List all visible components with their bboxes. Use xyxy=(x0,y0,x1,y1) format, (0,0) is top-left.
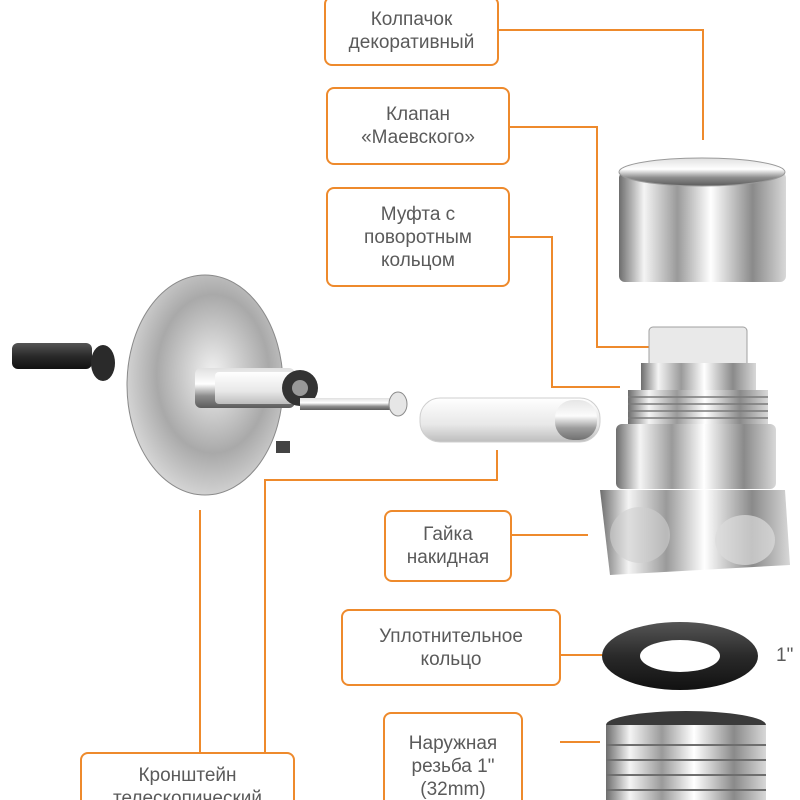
valve-assembly xyxy=(600,326,790,575)
seal-size-label: 1" xyxy=(776,645,794,666)
label-thread-line-2: резьба 1" xyxy=(411,756,495,777)
label-cap-line-2: декоративный xyxy=(348,32,475,53)
label-coupling: Муфта с поворотным кольцом xyxy=(326,187,510,287)
label-bracket-line-2: телескопический xyxy=(112,788,263,800)
label-seal: Уплотнительное кольцо xyxy=(341,609,561,686)
label-nut-line-2: накидная xyxy=(406,547,490,568)
label-cap: Колпачок декоративный xyxy=(324,0,499,66)
label-nut-line-1: Гайка xyxy=(423,524,473,545)
leader-lines xyxy=(199,29,704,752)
label-coupling-line-3: кольцом xyxy=(381,249,455,271)
threaded-rod xyxy=(419,397,601,443)
label-coupling-line-2: поворотным xyxy=(364,226,472,248)
label-cap-line-1: Колпачок xyxy=(370,9,453,30)
label-seal-line-1: Уплотнительное xyxy=(379,625,523,647)
seal-ring xyxy=(602,622,758,690)
label-valve: Клапан «Маевского» xyxy=(326,87,510,165)
label-thread: Наружная резьба 1" (32mm) xyxy=(383,712,523,800)
label-nut: Гайка накидная xyxy=(384,510,512,582)
threaded-fitting xyxy=(606,711,766,800)
label-thread-line-1: Наружная xyxy=(408,733,498,754)
set-screw xyxy=(276,441,290,453)
label-valve-line-2: «Маевского» xyxy=(361,127,475,148)
label-seal-line-2: кольцо xyxy=(420,648,482,670)
label-coupling-line-1: Муфта с xyxy=(380,203,456,225)
bracket-tube xyxy=(195,368,318,408)
label-bracket: Кронштейн телескопический xyxy=(80,752,295,800)
label-bracket-line-1: Кронштейн xyxy=(138,765,237,786)
label-thread-line-3: (32mm) xyxy=(420,779,486,800)
decorative-cap xyxy=(618,157,786,282)
label-valve-line-1: Клапан xyxy=(385,104,451,125)
screw xyxy=(300,391,408,417)
dowel xyxy=(12,343,115,381)
